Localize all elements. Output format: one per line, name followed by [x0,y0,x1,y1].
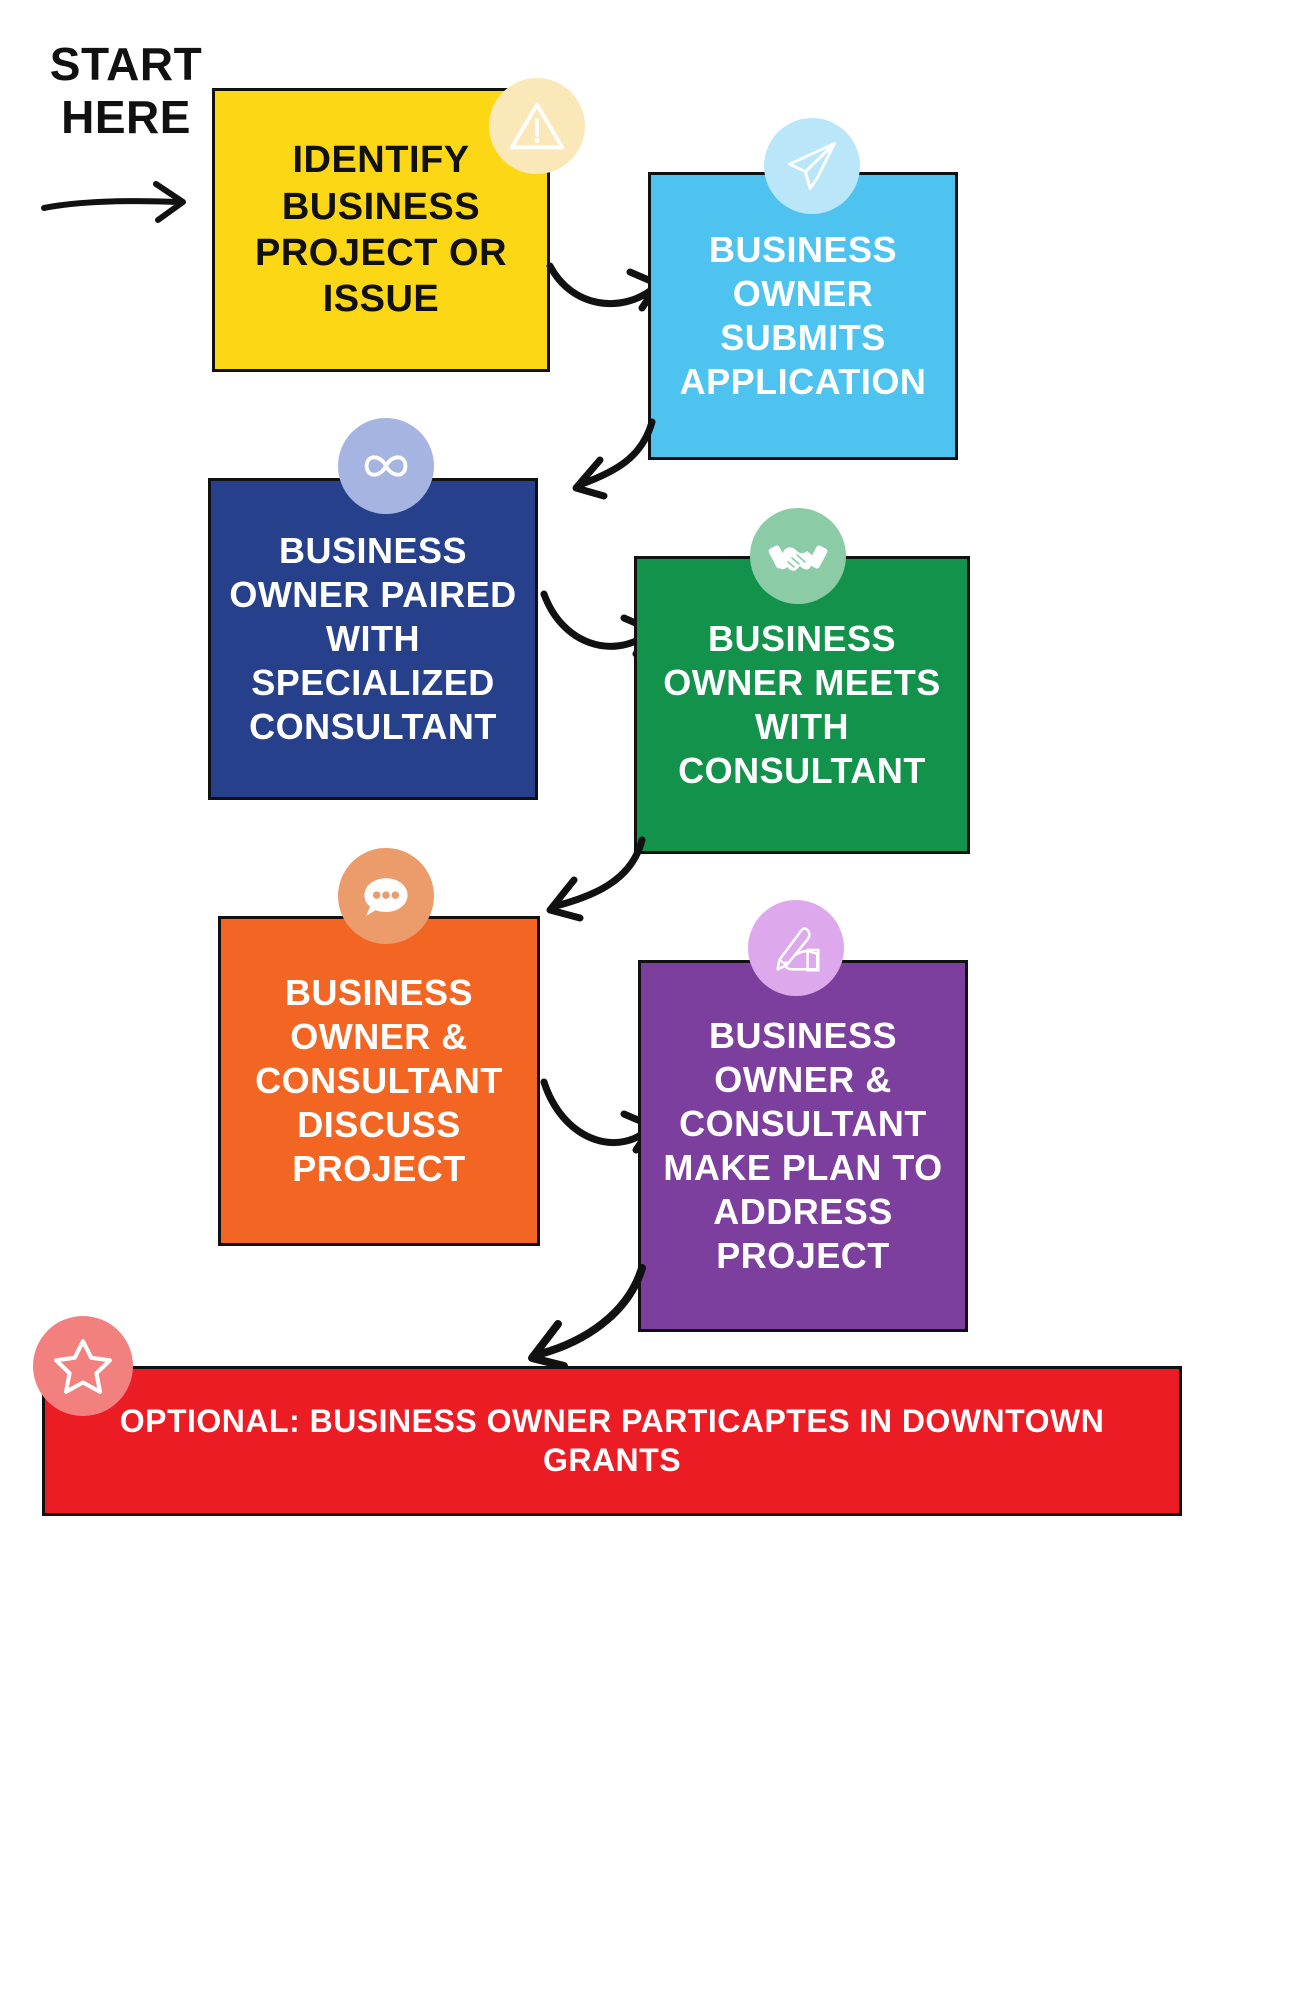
handshake-icon [750,508,846,604]
step-box-make-plan[interactable]: BUSINESS OWNER & CONSULTANT MAKE PLAN TO… [638,960,968,1332]
hand-writing-pencil-icon [748,900,844,996]
star-icon [33,1316,133,1416]
paper-plane-icon [764,118,860,214]
step-box-discuss-project[interactable]: BUSINESS OWNER & CONSULTANT DISCUSS PROJ… [218,916,540,1246]
infinity-icon [338,418,434,514]
step-box-meets-with-consultant[interactable]: BUSINESS OWNER MEETS WITH CONSULTANT [634,556,970,854]
connector-arrow-plan-to-optional [528,1264,646,1370]
straight-arrow-right-icon [41,181,186,223]
step-box-paired-with-consultant[interactable]: BUSINESS OWNER PAIRED WITH SPECIALIZED C… [208,478,538,800]
step-text-make-plan: BUSINESS OWNER & CONSULTANT MAKE PLAN TO… [663,1015,943,1276]
step-text-submits-application: BUSINESS OWNER SUBMITS APPLICATION [679,229,927,402]
start-here-label: START HERE [49,38,203,143]
chat-bubble-icon [338,848,434,944]
step-box-optional-downtown-grants[interactable]: OPTIONAL: BUSINESS OWNER PARTICAPTES IN … [42,1366,1182,1516]
step-text-paired-with-consultant: BUSINESS OWNER PAIRED WITH SPECIALIZED C… [229,530,517,747]
step-text-optional-downtown-grants: OPTIONAL: BUSINESS OWNER PARTICAPTES IN … [119,1402,1105,1478]
step-box-submits-application[interactable]: BUSINESS OWNER SUBMITS APPLICATION [648,172,958,460]
step-text-meets-with-consultant: BUSINESS OWNER MEETS WITH CONSULTANT [663,618,941,791]
warning-triangle-icon [489,78,585,174]
step-text-identify: IDENTIFY BUSINESS PROJECT OR ISSUE [254,139,508,321]
step-text-discuss-project: BUSINESS OWNER & CONSULTANT DISCUSS PROJ… [255,972,503,1189]
